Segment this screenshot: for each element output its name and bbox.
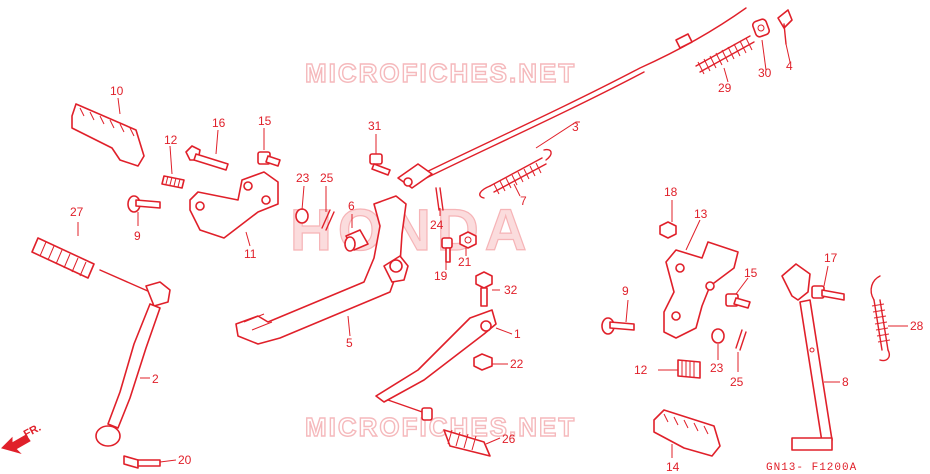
part-31-bolt[interactable] — [369, 153, 391, 176]
part-15-bolt-left[interactable] — [257, 151, 281, 167]
label-19: 19 — [434, 269, 448, 283]
diagram-code: GN13- F1200A — [766, 462, 857, 474]
label-7: 7 — [520, 194, 527, 208]
label-23-right: 23 — [710, 361, 724, 375]
label-28: 28 — [910, 319, 924, 333]
label-29: 29 — [718, 81, 732, 95]
label-4: 4 — [786, 59, 793, 73]
part-23-washer-left[interactable] — [295, 208, 309, 224]
part-2-kick-lever[interactable] — [95, 269, 171, 447]
label-30: 30 — [758, 66, 772, 80]
part-12-spring-right[interactable] — [677, 359, 701, 379]
part-23-washer-right[interactable] — [711, 328, 725, 344]
part-11-bracket[interactable] — [189, 171, 279, 239]
part-6-collar[interactable] — [344, 229, 369, 252]
label-2: 2 — [152, 372, 159, 386]
part-26-rubber[interactable] — [443, 429, 491, 457]
label-9-right: 9 — [622, 284, 629, 298]
watermark-top: MICROFICHES.NET — [305, 58, 576, 88]
label-26: 26 — [502, 432, 516, 446]
label-3: 3 — [572, 120, 579, 134]
label-23-left: 23 — [296, 171, 310, 185]
label-18: 18 — [664, 185, 678, 199]
part-32-bolt[interactable] — [475, 271, 493, 307]
label-17: 17 — [824, 251, 838, 265]
label-14: 14 — [666, 460, 680, 474]
front-arrow-icon — [1, 434, 31, 454]
label-25-left: 25 — [320, 171, 334, 185]
part-24-cotter-pin[interactable] — [435, 187, 444, 211]
label-10: 10 — [110, 84, 124, 98]
label-8: 8 — [842, 375, 849, 389]
part-27-rubber[interactable] — [31, 237, 95, 279]
part-19-bolt[interactable] — [441, 237, 453, 263]
label-12-right: 12 — [634, 363, 648, 377]
part-3-brake-rod[interactable] — [397, 7, 747, 189]
label-24: 24 — [430, 218, 444, 232]
label-32: 32 — [504, 283, 518, 297]
label-13: 13 — [694, 207, 708, 221]
label-6: 6 — [348, 199, 355, 213]
part-12-spring-left[interactable] — [161, 175, 185, 189]
label-31: 31 — [368, 119, 382, 133]
part-29-spring[interactable] — [695, 35, 755, 75]
front-label: FR. — [22, 422, 43, 441]
watermark-bottom: MICROFICHES.NET — [305, 412, 576, 442]
part-15-bolt-right[interactable] — [725, 293, 751, 309]
label-25-right: 25 — [730, 375, 744, 389]
part-30-joint[interactable] — [752, 18, 771, 38]
part-9-pin-left[interactable] — [127, 195, 161, 213]
part-14-footpeg[interactable] — [653, 409, 721, 457]
label-12-left: 12 — [164, 133, 178, 147]
part-10-footpeg[interactable] — [71, 103, 145, 167]
part-13-bracket[interactable] — [663, 241, 739, 339]
part-28-spring[interactable] — [870, 275, 891, 362]
front-direction-marker: FR. — [1, 422, 43, 454]
label-15-left: 15 — [258, 114, 272, 128]
label-15-right: 15 — [744, 266, 758, 280]
label-20: 20 — [178, 453, 192, 467]
watermark-brand: HONDA — [290, 198, 533, 263]
part-17-bolt[interactable] — [811, 285, 845, 301]
label-16: 16 — [212, 116, 226, 130]
label-9-left: 9 — [134, 229, 141, 243]
part-7-spring[interactable] — [479, 148, 552, 199]
label-11: 11 — [244, 247, 257, 261]
part-21-nut[interactable] — [459, 231, 477, 249]
part-4-clip[interactable] — [777, 9, 793, 45]
label-21: 21 — [458, 255, 472, 269]
part-labels: 10 12 16 15 9 11 23 25 31 6 3 7 24 19 21… — [70, 59, 924, 474]
part-5-brake-pedal[interactable] — [235, 195, 409, 345]
part-16-bolt[interactable] — [185, 145, 229, 171]
part-22-nut[interactable] — [473, 353, 493, 371]
label-5: 5 — [346, 336, 353, 350]
leader-lines — [77, 39, 908, 463]
part-9-pin-right[interactable] — [601, 317, 635, 335]
part-1-bracket[interactable] — [375, 309, 497, 421]
part-20-bolt[interactable] — [123, 455, 161, 469]
label-27: 27 — [70, 205, 84, 219]
label-22: 22 — [510, 357, 524, 371]
part-25-cotter-right[interactable] — [735, 329, 747, 351]
label-1: 1 — [514, 327, 521, 341]
part-25-cotter-left[interactable] — [321, 209, 335, 231]
part-18-nut[interactable] — [659, 221, 677, 239]
part-8-side-stand[interactable] — [781, 263, 833, 451]
